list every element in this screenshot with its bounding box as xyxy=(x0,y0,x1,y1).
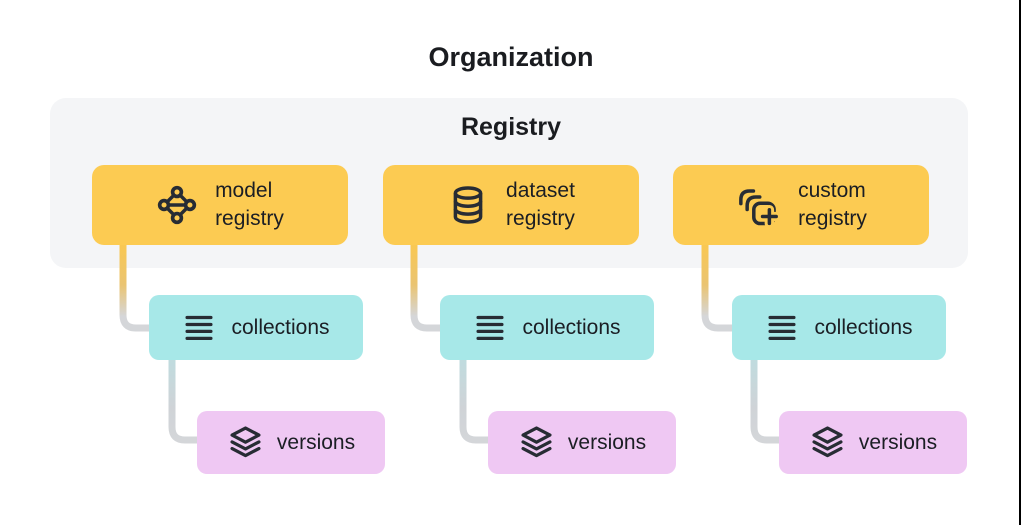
registry-box-label: custom registry xyxy=(798,179,867,230)
screenshot-right-edge-line xyxy=(1019,0,1021,525)
versions-box: versions xyxy=(779,411,967,474)
organization-title: Organization xyxy=(428,42,594,72)
layers-icon xyxy=(230,426,261,458)
versions-box: versions xyxy=(488,411,676,474)
versions-label: versions xyxy=(858,430,938,454)
collections-label: collections xyxy=(231,315,330,339)
database-icon xyxy=(453,186,483,224)
versions-label: versions xyxy=(567,430,647,454)
list-icon xyxy=(476,315,504,340)
collections-label: collections xyxy=(814,315,913,339)
stacked-squares-plus-icon xyxy=(739,189,781,226)
collections-label: collections xyxy=(522,315,621,339)
layers-icon xyxy=(521,426,552,458)
versions-box: versions xyxy=(197,411,385,474)
registry-box-label: model registry xyxy=(215,179,284,230)
versions-label: versions xyxy=(276,430,356,454)
collections-box: collections xyxy=(149,295,363,360)
collections-box: collections xyxy=(732,295,946,360)
list-icon xyxy=(768,315,796,340)
registry-title: Registry xyxy=(460,113,562,141)
layers-icon xyxy=(812,426,843,458)
list-icon xyxy=(185,315,213,340)
model-registry-box: model registry xyxy=(92,165,348,245)
collections-box: collections xyxy=(440,295,654,360)
custom-registry-box: custom registry xyxy=(673,165,929,245)
dataset-registry-box: dataset registry xyxy=(383,165,639,245)
registry-box-label: dataset registry xyxy=(506,179,575,230)
model-graph-icon xyxy=(157,185,197,225)
